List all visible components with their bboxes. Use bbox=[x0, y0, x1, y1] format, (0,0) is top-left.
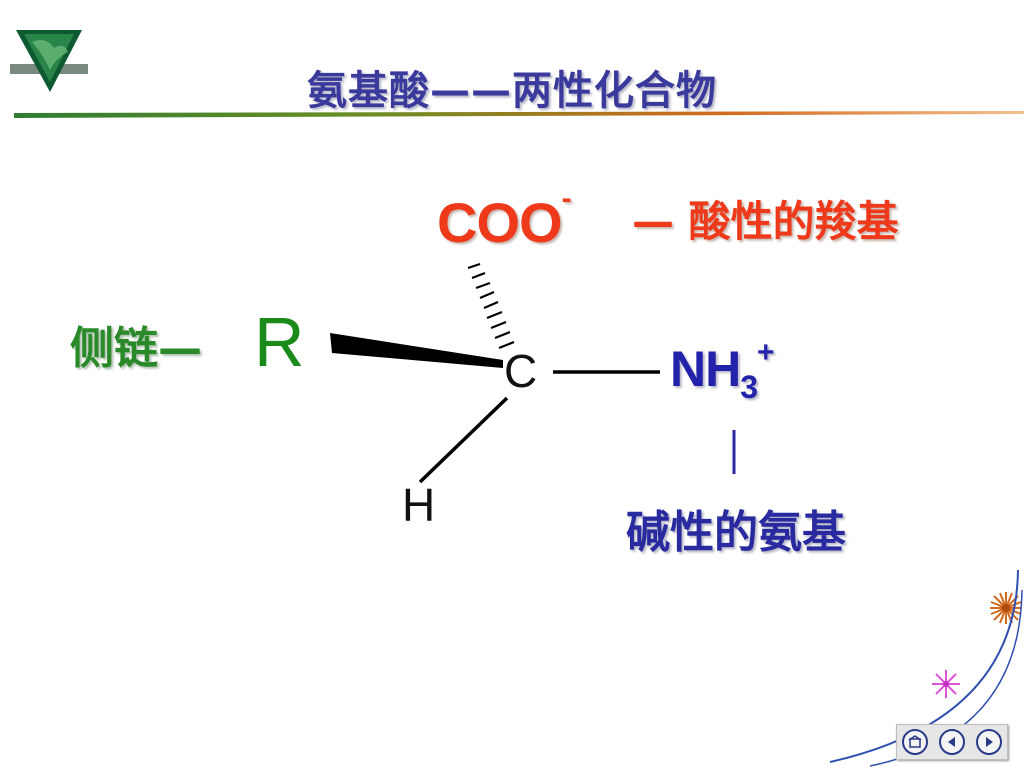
r-group: R bbox=[254, 303, 305, 381]
home-icon[interactable] bbox=[902, 729, 929, 755]
carbon-atom: C bbox=[504, 345, 538, 397]
title-underline bbox=[14, 111, 1024, 118]
amino-label: 碱性的氨基 bbox=[626, 507, 846, 558]
pink-starburst-icon bbox=[932, 670, 960, 698]
green-triangle-logo-icon bbox=[10, 30, 88, 92]
side-chain-label: 侧链— bbox=[70, 323, 202, 374]
previous-arrow-icon[interactable] bbox=[938, 729, 965, 755]
carboxyl-group: COO- bbox=[437, 182, 572, 254]
next-arrow-icon[interactable] bbox=[975, 729, 1002, 755]
bond-c-h bbox=[418, 396, 509, 484]
amino-group: NH3+ bbox=[670, 336, 775, 405]
orange-starburst-icon bbox=[990, 592, 1022, 624]
amino-subscript: 3 bbox=[740, 369, 758, 405]
amino-charge: + bbox=[757, 336, 775, 369]
slide-navigation bbox=[896, 724, 1008, 760]
carboxyl-label: — 酸性的羧基 bbox=[632, 197, 899, 246]
slide-title: 氨基酸——两性化合物 bbox=[307, 68, 717, 114]
wedge-bond bbox=[330, 333, 503, 368]
hashed-bond bbox=[467, 262, 515, 350]
carboxyl-charge: - bbox=[561, 182, 572, 215]
hydrogen-atom: H bbox=[402, 479, 436, 531]
